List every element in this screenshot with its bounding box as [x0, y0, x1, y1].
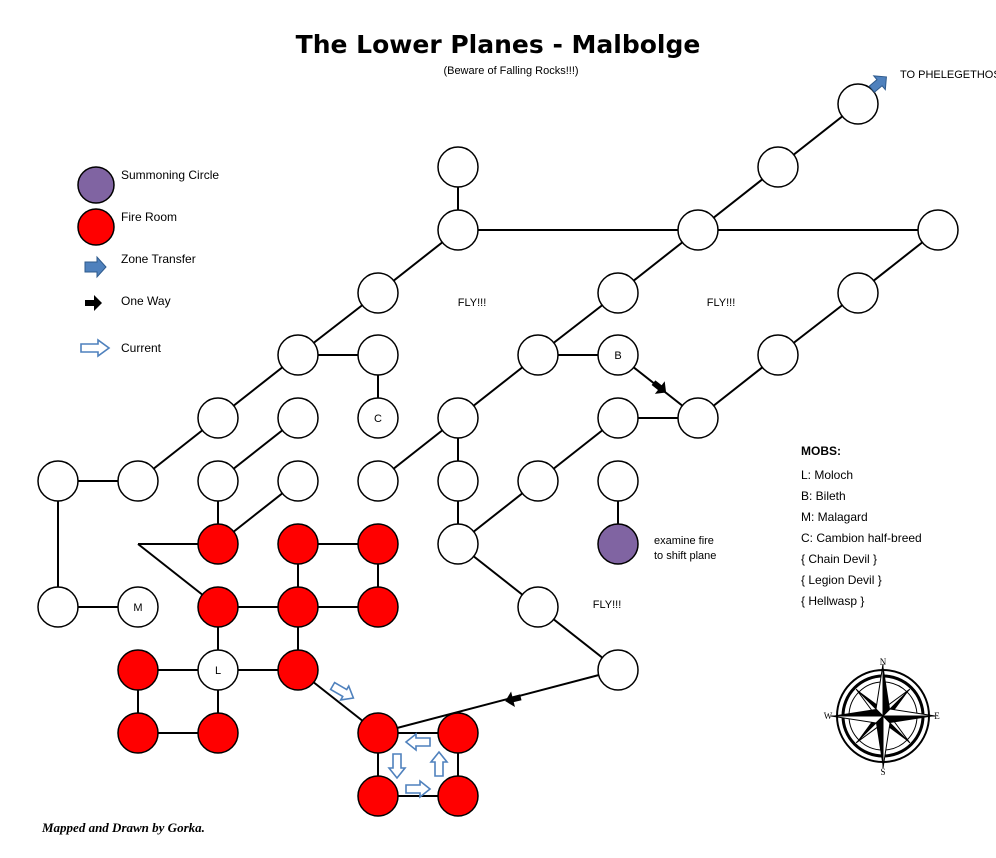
one-way-arrow-icon [505, 691, 522, 708]
mobs-list: MOBS: L: Moloch B: Bileth M: Malagard C:… [801, 444, 922, 608]
map-room [357, 334, 399, 376]
legend: Summoning Circle Fire Room Zone Transfer… [77, 166, 219, 358]
map-room [117, 460, 159, 502]
legend-current-icon [80, 338, 111, 358]
map-room [437, 209, 479, 251]
compass-east: E [934, 711, 940, 721]
map-room [437, 712, 479, 754]
mob-entry: L: Moloch [801, 468, 853, 482]
map-room [517, 334, 559, 376]
map-room [437, 523, 479, 565]
map-room [197, 712, 239, 754]
map-room [277, 649, 319, 691]
one-way-arrow-icon [651, 380, 667, 394]
map-room [437, 146, 479, 188]
map-room [437, 460, 479, 502]
map-room [117, 649, 159, 691]
map-room [277, 397, 319, 439]
compass-west: W [824, 711, 833, 721]
map-room [197, 460, 239, 502]
compass-north: N [880, 657, 887, 667]
mob-entry: B: Bileth [801, 489, 846, 503]
room-label-c: C [374, 413, 382, 425]
page-title: The Lower Planes - Malbolge [296, 30, 701, 59]
map-room [277, 460, 319, 502]
legend-one-way-icon [85, 295, 102, 311]
legend-label: Zone Transfer [121, 252, 196, 266]
mob-entry: { Chain Devil } [801, 552, 877, 566]
map-room [197, 397, 239, 439]
zone-transfer-arrow-icon [868, 75, 887, 93]
fly-label: FLY!!! [707, 297, 736, 309]
exit-label: TO PHELEGETHOS [900, 69, 996, 81]
map-room [357, 586, 399, 628]
map-room [357, 712, 399, 754]
map-room [837, 83, 879, 125]
current-arrow-icon [404, 732, 431, 752]
room-label-m: M [133, 602, 142, 614]
map-room [357, 523, 399, 565]
map-room [37, 460, 79, 502]
map-room [597, 334, 639, 376]
map-credit: Mapped and Drawn by Gorka. [41, 820, 205, 835]
map-room [357, 397, 399, 439]
map-room [837, 272, 879, 314]
map-room [597, 397, 639, 439]
map-room [437, 397, 479, 439]
page-subtitle: (Beware of Falling Rocks!!!) [443, 65, 578, 77]
mob-entry: { Hellwasp } [801, 594, 864, 608]
legend-label: Current [121, 341, 162, 355]
mob-entry: M: Malagard [801, 510, 868, 524]
fly-label: FLY!!! [593, 599, 622, 611]
map-room [197, 523, 239, 565]
map-room [597, 460, 639, 502]
map-room [277, 334, 319, 376]
mob-entry: { Legion Devil } [801, 573, 882, 587]
legend-zone-transfer-icon [84, 255, 107, 279]
map-room [517, 460, 559, 502]
map-room [357, 272, 399, 314]
examine-note-line: to shift plane [654, 550, 716, 562]
compass-rose-icon: N S E W [824, 657, 941, 777]
mobs-heading: MOBS: [801, 444, 841, 458]
map-room [917, 209, 959, 251]
map-room [677, 209, 719, 251]
map-room [277, 586, 319, 628]
map-edge [377, 669, 619, 734]
examine-note-line: examine fire [654, 535, 714, 547]
map-room [517, 586, 559, 628]
legend-summoning-circle-icon [77, 166, 115, 204]
current-arrow-icon [405, 779, 432, 799]
legend-label: Fire Room [121, 210, 177, 224]
map-room [277, 523, 319, 565]
map-room [757, 334, 799, 376]
map-room [357, 460, 399, 502]
room-label-l: L [215, 665, 221, 677]
map-room [117, 586, 159, 628]
mob-entry: C: Cambion half-breed [801, 531, 922, 545]
fly-label: FLY!!! [458, 297, 487, 309]
compass-south: S [880, 767, 885, 777]
map-room [357, 775, 399, 817]
legend-label: One Way [121, 294, 171, 308]
legend-fire-room-icon [77, 208, 115, 246]
map-rooms [37, 83, 959, 817]
current-arrow-icon [329, 681, 355, 701]
legend-label: Summoning Circle [121, 168, 219, 182]
map-room [117, 712, 159, 754]
room-label-b: B [614, 350, 621, 362]
map-room [597, 272, 639, 314]
current-arrow-icon [387, 753, 407, 780]
map-room [597, 523, 639, 565]
map-room [197, 586, 239, 628]
map-room [37, 586, 79, 628]
current-arrow-icon [429, 750, 449, 777]
map-room [437, 775, 479, 817]
map-room [197, 649, 239, 691]
map-room [597, 649, 639, 691]
map-room [677, 397, 719, 439]
map-room [757, 146, 799, 188]
